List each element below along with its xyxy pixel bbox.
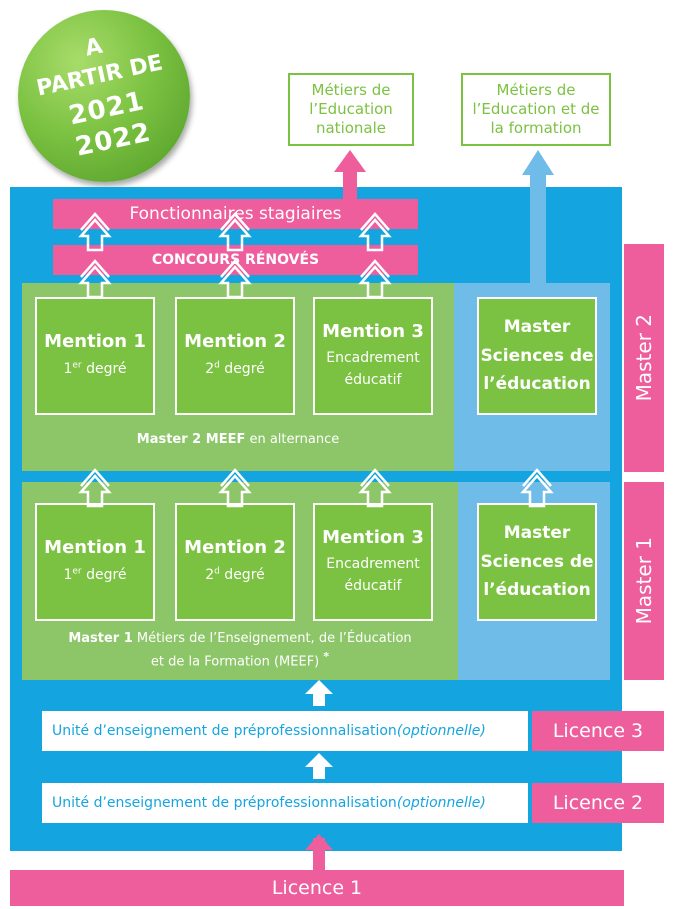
outcome-education-formation: Métiers de l’Education et de la formatio… [461,73,611,146]
licence3-label-text: Licence 3 [552,720,644,742]
master2-caption: Master 2 MEEF en alternance [136,432,340,447]
mention-subtitle: 1er degré [63,360,127,378]
arrow-icon [305,834,333,872]
master2-side-label: Master 2 [624,244,664,472]
licence2-label: Licence 2 [532,783,664,823]
mention-subtitle: 1er degré [63,566,127,584]
master2-side-label-text: Master 2 [632,314,656,402]
mention-title: Mention 3 [322,320,424,342]
licence1-bar: Licence 1 [10,870,624,906]
licence2-ue-bar: Unité d’enseignement de préprofessionnal… [42,783,528,823]
mention-subtitle: 2d degré [205,360,265,378]
master1-mention-1: Mention 1 1er degré [35,503,155,621]
arrow-blue-outcome [522,150,554,285]
mention-title: Mention 2 [184,331,286,353]
outcome-education-formation-text: Métiers de l’Education et de la formatio… [472,81,600,137]
master1-caption: Master 1 Métiers de l’Enseignement, de l… [68,631,412,670]
ue-text: Unité d’enseignement de préprofessionnal… [52,723,397,739]
mention-subtitle: 2d degré [205,566,265,584]
ue-optional-text: (optionnelle) [396,723,486,739]
licence3-ue-bar: Unité d’enseignement de préprofessionnal… [42,711,528,751]
mention-title: Mention 1 [44,331,146,353]
licence3-label: Licence 3 [532,711,664,751]
mention-title: Mention 2 [184,537,286,559]
master2-sciences-box: Master Sciences de l’éducation [477,297,597,415]
licence2-label-text: Licence 2 [552,792,644,814]
licence1-label-text: Licence 1 [271,877,363,899]
master1-side-label: Master 1 [624,482,664,680]
mention-title: Mention 1 [44,537,146,559]
mention-title: Mention 3 [322,526,424,548]
master2-mention-2: Mention 2 2d degré [175,297,295,415]
sciences-text: Master Sciences de l’éducation [480,522,594,601]
arrow-pink-outcome [334,150,366,200]
outcome-education-nationale: Métiers de l’Education nationale [288,73,414,146]
master2-mention-1: Mention 1 1er degré [35,297,155,415]
ue-text: Unité d’enseignement de préprofessionnal… [52,795,397,811]
master1-mention-2: Mention 2 2d degré [175,503,295,621]
master1-side-label-text: Master 1 [632,537,656,625]
date-badge: A PARTIR DE 2021 2022 [18,10,190,182]
outcome-education-nationale-text: Métiers de l’Education nationale [309,81,393,137]
ue-optional-text: (optionnelle) [396,795,486,811]
arrow-icon [305,680,333,706]
arrow-icon [305,753,333,779]
master1-sciences-box: Master Sciences de l’éducation [477,503,597,621]
sciences-text: Master Sciences de l’éducation [480,316,594,395]
